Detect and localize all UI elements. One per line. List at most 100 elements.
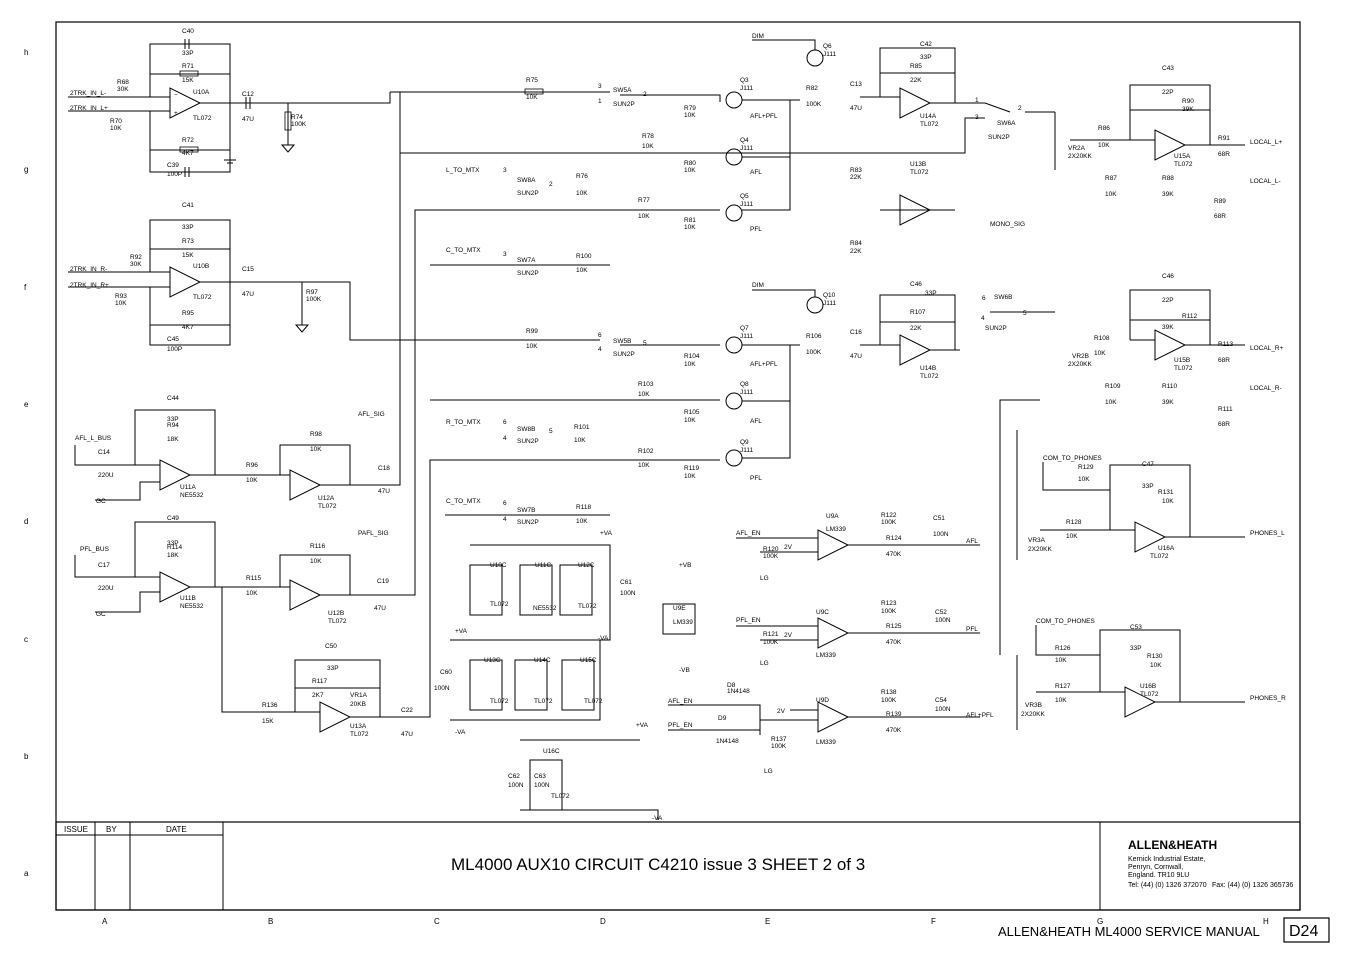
svg-text:SW5A: SW5A (613, 87, 632, 94)
svg-text:C49: C49 (167, 515, 179, 522)
svg-text:J111: J111 (740, 389, 754, 396)
svg-text:10K: 10K (1098, 142, 1110, 149)
svg-text:PFL: PFL (750, 226, 762, 233)
svg-text:PFL: PFL (750, 475, 762, 482)
svg-text:47U: 47U (401, 731, 413, 738)
svg-text:C41: C41 (182, 202, 194, 209)
svg-text:R129: R129 (1078, 464, 1094, 471)
svg-text:U14A: U14A (920, 113, 937, 120)
svg-text:C52: C52 (935, 609, 947, 616)
manual-title: ALLEN&HEATH ML4000 SERVICE MANUAL (998, 924, 1260, 939)
svg-text:100P: 100P (167, 171, 182, 178)
svg-text:GC: GC (96, 611, 106, 618)
svg-text:AFL: AFL (750, 169, 762, 176)
svg-text:TL072: TL072 (584, 698, 603, 705)
svg-text:39K: 39K (1182, 106, 1194, 113)
svg-text:C_TO_MTX: C_TO_MTX (446, 498, 481, 505)
svg-text:R121: R121 (763, 631, 779, 638)
svg-text:R82: R82 (806, 85, 818, 92)
svg-text:AFL+PFL: AFL+PFL (750, 113, 778, 120)
svg-text:2X20KK: 2X20KK (1068, 361, 1093, 368)
svg-text:R75: R75 (526, 77, 538, 84)
svg-text:22K: 22K (910, 325, 922, 332)
svg-text:LM339: LM339 (816, 739, 836, 746)
svg-text:MONO_SIG: MONO_SIG (990, 221, 1025, 228)
row-marker: b (24, 752, 29, 761)
svg-text:2: 2 (1018, 105, 1022, 112)
svg-text:220U: 220U (98, 472, 114, 479)
column-marker: E (765, 917, 770, 926)
svg-text:1: 1 (975, 97, 979, 104)
svg-text:U14C: U14C (534, 657, 551, 664)
svg-text:R83: R83 (850, 167, 862, 174)
svg-text:R100: R100 (576, 253, 592, 260)
svg-text:C51: C51 (933, 515, 945, 522)
svg-text:R116: R116 (310, 543, 325, 550)
svg-text:5: 5 (549, 428, 553, 435)
svg-text:LOCAL_R-: LOCAL_R- (1250, 385, 1282, 392)
svg-text:2V: 2V (784, 544, 793, 551)
svg-text:2X20KK: 2X20KK (1021, 711, 1046, 718)
svg-text:68R: 68R (1214, 213, 1226, 220)
svg-text:2X20KK: 2X20KK (1028, 546, 1053, 553)
svg-text:33P: 33P (167, 540, 179, 547)
svg-text:C14: C14 (98, 449, 110, 456)
svg-text:100P: 100P (167, 346, 182, 353)
svg-text:+VA: +VA (600, 530, 613, 537)
company-name: ALLEN&HEATH (1128, 838, 1217, 852)
row-marker: f (24, 283, 27, 292)
svg-text:AFL+PFL: AFL+PFL (750, 361, 778, 368)
svg-text:100K: 100K (881, 697, 897, 704)
svg-text:10K: 10K (1055, 697, 1067, 704)
row-marker: c (24, 635, 28, 644)
svg-text:COM_TO_PHONES: COM_TO_PHONES (1043, 455, 1102, 462)
svg-text:R94: R94 (167, 422, 179, 429)
svg-text:10K: 10K (642, 143, 654, 150)
svg-text:TL072: TL072 (910, 169, 929, 176)
svg-text:10K: 10K (526, 343, 538, 350)
svg-text:R88: R88 (1162, 175, 1174, 182)
svg-text:AFL_EN: AFL_EN (668, 698, 693, 705)
svg-text:100K: 100K (306, 296, 322, 303)
svg-text:10K: 10K (246, 477, 258, 484)
svg-text:R114: R114 (167, 544, 182, 551)
svg-text:R123: R123 (881, 600, 897, 607)
svg-text:VR1A: VR1A (350, 692, 368, 699)
svg-text:10K: 10K (526, 94, 538, 101)
svg-text:47U: 47U (374, 605, 386, 612)
svg-text:C42: C42 (920, 41, 932, 48)
svg-text:J111: J111 (740, 85, 754, 92)
svg-text:SW8B: SW8B (517, 426, 535, 433)
svg-text:AFL: AFL (750, 418, 762, 425)
svg-text:Q9: Q9 (740, 439, 749, 446)
svg-text:R107: R107 (910, 309, 926, 316)
address-line: Penryn, Cornwall, (1128, 864, 1183, 871)
svg-text:100K: 100K (881, 608, 897, 615)
svg-text:U9D: U9D (816, 697, 829, 704)
svg-text:10K: 10K (1105, 399, 1117, 406)
drawing-frame (55, 21, 1301, 911)
svg-text:10K: 10K (1055, 657, 1067, 664)
svg-text:10K: 10K (110, 125, 122, 132)
svg-text:10K: 10K (684, 417, 696, 424)
svg-text:10K: 10K (574, 437, 586, 444)
svg-text:R139: R139 (886, 711, 902, 718)
svg-text:R96: R96 (246, 462, 258, 469)
svg-text:4: 4 (503, 435, 507, 442)
svg-text:D9: D9 (718, 715, 727, 722)
svg-text:R111: R111 (1218, 406, 1233, 413)
svg-text:TL072: TL072 (1150, 553, 1169, 560)
drawing-title: ML4000 AUX10 CIRCUIT C4210 issue 3 SHEET… (451, 855, 865, 874)
svg-text:U10C: U10C (490, 562, 507, 569)
column-marker: D (600, 917, 606, 926)
svg-text:R103: R103 (638, 381, 654, 388)
svg-text:R95: R95 (182, 310, 194, 317)
svg-text:R130: R130 (1147, 653, 1163, 660)
svg-text:2K7: 2K7 (312, 692, 324, 699)
svg-text:U13A: U13A (350, 723, 367, 730)
column-marker: A (102, 917, 108, 926)
